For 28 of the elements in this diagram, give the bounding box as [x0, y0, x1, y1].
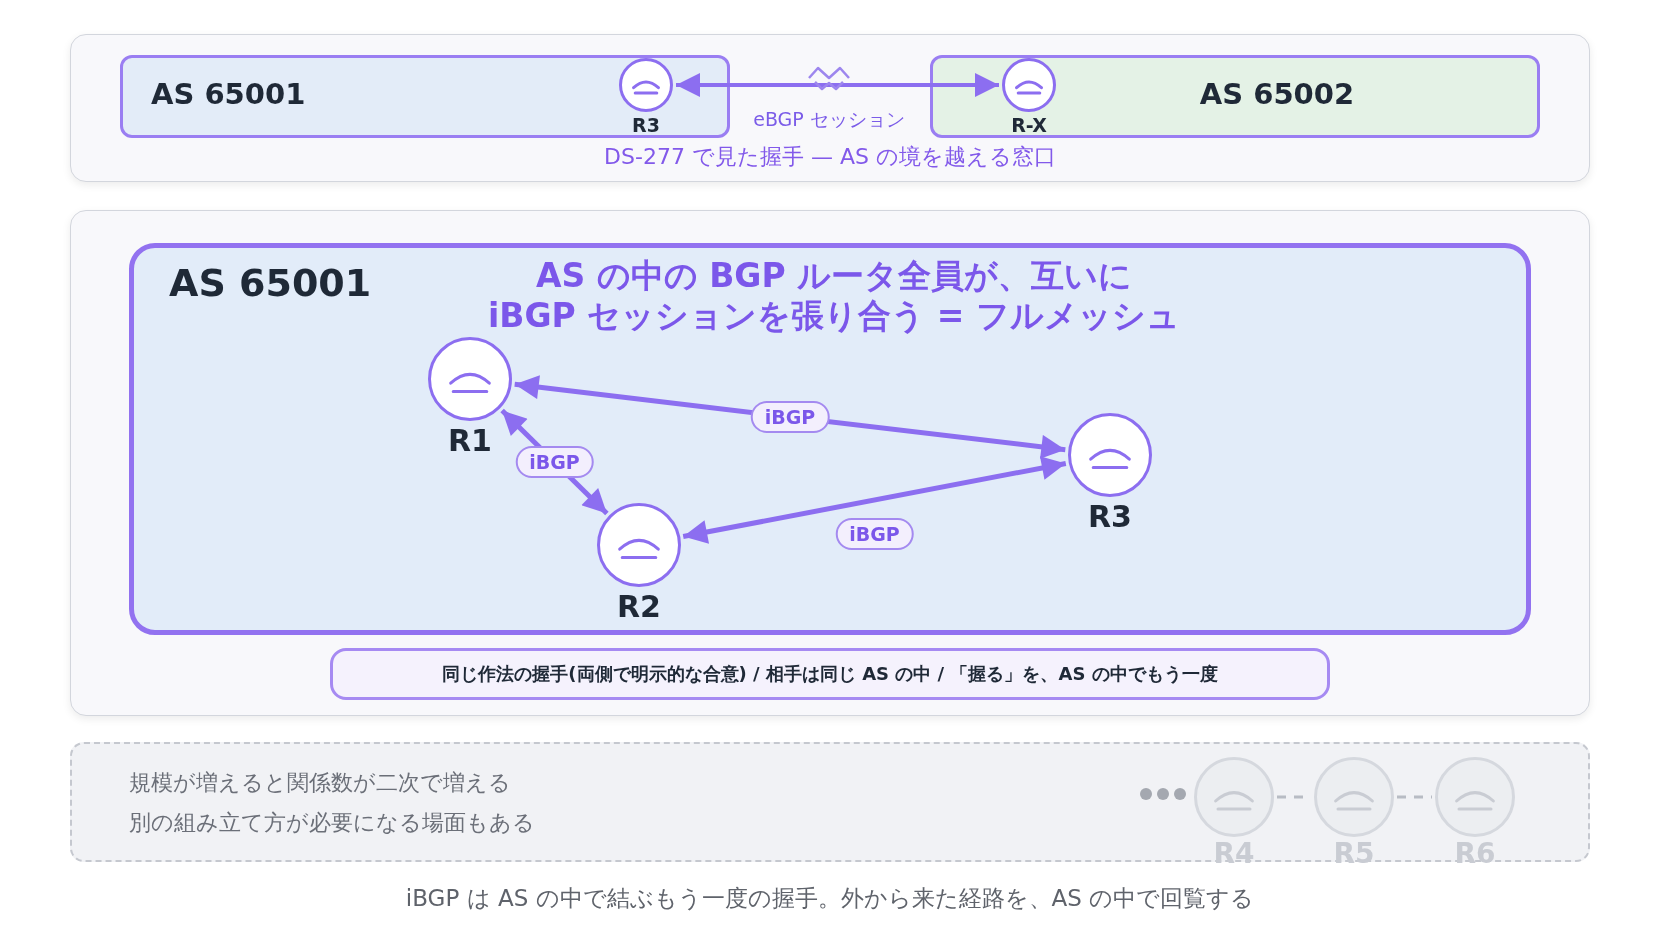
note-pill: 同じ作法の握手(両側で明示的な合意) / 相手は同じ AS の中 / 「握る」を、AS の中でもう一度 [330, 648, 1330, 700]
as-box [930, 55, 1540, 138]
as-label: AS 65001 [151, 76, 306, 112]
arrow [500, 408, 609, 516]
panel [70, 210, 1590, 716]
panel [70, 34, 1590, 182]
router-label: R2 [617, 589, 661, 625]
note-text: 別の組み立て方が必要になる場面もある [129, 809, 535, 837]
as-label: AS 65001 [169, 260, 372, 306]
caption: iBGP は AS の中で結ぶもう一度の握手。外から来た経路を、AS の中で回覧する [405, 884, 1255, 913]
arrow [514, 375, 1066, 459]
edge-label: iBGP [750, 401, 830, 433]
panel-caption: DS-277 で見た握手 — AS の境を越える窓口 [604, 144, 1056, 170]
router-label: R3 [1088, 499, 1132, 535]
as-box [129, 243, 1531, 635]
note-text: 規模が増えると関係数が二次で増える [129, 769, 511, 797]
as-label: AS 65002 [1199, 76, 1355, 112]
arrow [676, 73, 999, 97]
heading: AS の中の BGP ルータ全員が、互いに iBGP セッションを張り合う = フルメッシュ [487, 256, 1181, 336]
edge-label: iBGP [515, 446, 594, 478]
arrow [682, 456, 1067, 544]
dashed-line [1397, 795, 1432, 799]
router-label: R3 [632, 114, 660, 137]
edge-label: iBGP [835, 518, 914, 550]
router-label: R1 [448, 423, 492, 459]
as-box [120, 55, 730, 138]
dashed-panel [70, 742, 1590, 862]
router-label: R-X [1011, 114, 1047, 137]
